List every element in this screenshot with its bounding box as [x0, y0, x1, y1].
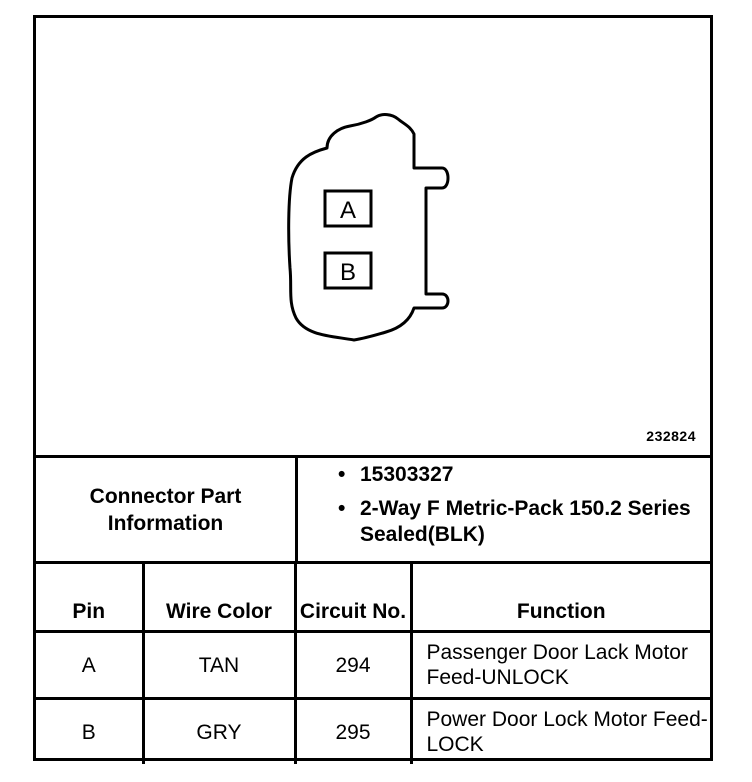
pin-b-box: [323, 251, 373, 290]
cell-wire-color: GRY: [141, 697, 297, 764]
pin-b-label: B: [340, 259, 356, 286]
part-info-list: • 15303327 • 2-Way F Metric-Pack 150.2 S…: [298, 462, 708, 556]
connector-part-information: Connector Part Information • 15303327 • …: [36, 458, 710, 564]
cell-pin: B: [36, 697, 145, 764]
table-row: A TAN 294 Passenger Door Lack Motor Feed…: [36, 630, 710, 700]
cell-circuit: 294: [293, 630, 413, 700]
pin-a-box: [323, 189, 373, 228]
connector-diagram: A B 232824: [36, 18, 710, 458]
cell-function: Passenger Door Lack Motor Feed-UNLOCK: [409, 630, 710, 700]
table-row: B GRY 295 Power Door Lock Motor Feed-LOC…: [36, 697, 710, 764]
pin-a-label: A: [340, 197, 356, 224]
connector-body-shape: [287, 113, 450, 342]
part-info-label: Connector Part Information: [89, 484, 242, 535]
part-info-item: • 15303327: [298, 462, 708, 488]
bullet-icon: •: [338, 463, 346, 486]
cell-function: Power Door Lock Motor Feed-LOCK: [409, 697, 710, 764]
header-function: Function: [409, 564, 710, 633]
bullet-icon: •: [338, 497, 346, 520]
part-info-item: • 2-Way F Metric-Pack 150.2 Series Seale…: [298, 496, 708, 548]
pin-table: Pin Wire Color Circuit No. Function A TA…: [36, 564, 710, 764]
part-info-label-cell: Connector Part Information: [36, 458, 298, 561]
table-header-row: Pin Wire Color Circuit No. Function: [36, 564, 710, 633]
connector-outline-drawing: A B: [287, 113, 450, 342]
connector-sheet: A B 232824 Connector Part Information • …: [33, 15, 713, 764]
header-wire-color: Wire Color: [141, 564, 297, 633]
cell-circuit: 295: [293, 697, 413, 764]
cell-pin: A: [36, 630, 145, 700]
part-description: 2-Way F Metric-Pack 150.2 Series Sealed(…: [360, 497, 691, 546]
part-number: 15303327: [360, 463, 454, 486]
header-pin: Pin: [36, 564, 145, 633]
header-circuit: Circuit No.: [293, 564, 413, 633]
figure-number: 232824: [646, 428, 696, 444]
cell-wire-color: TAN: [141, 630, 297, 700]
